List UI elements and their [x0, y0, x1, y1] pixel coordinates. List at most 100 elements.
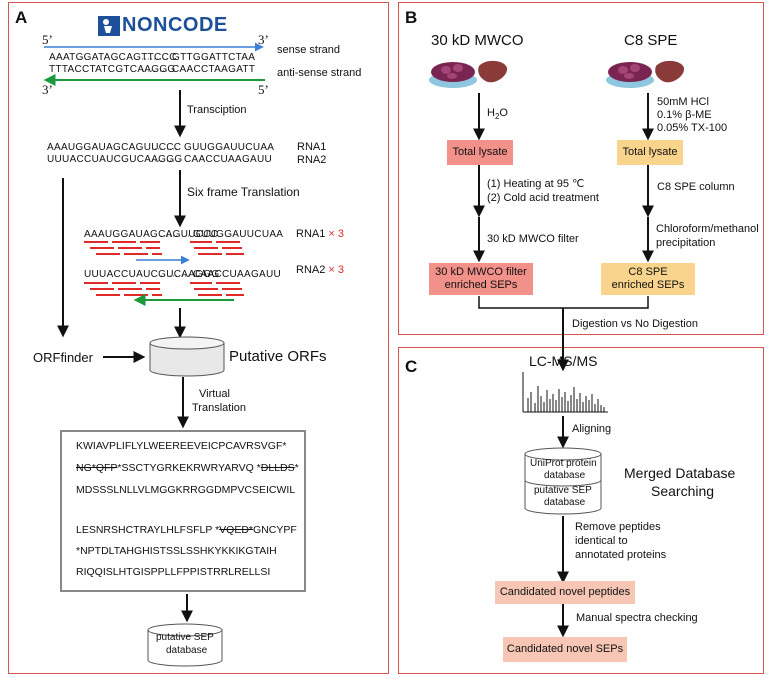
rna2-label: RNA2 — [297, 154, 327, 166]
seq-line-2-strike-2: DLLDS — [260, 462, 295, 474]
antisense-seq-start: TTTACCTATCGTCAAGGG — [49, 64, 176, 75]
prime-3-top: 3’ — [258, 32, 269, 47]
mwco-title: 30 kD MWCO — [431, 32, 524, 49]
total-lysate-left-box: Total lysate — [447, 140, 513, 165]
panel-b-frame — [398, 2, 764, 335]
seq-line-1: KWIAVPLIFLYLWEEREEVEICPCAVRSVGF* — [76, 440, 287, 452]
translation-label: Translation — [192, 402, 247, 414]
mwco-filter-label: 30 kD MWCO filter — [487, 233, 579, 245]
putative-orfs-label: Putative ORFs — [229, 348, 327, 365]
seq-line-2-strike-1: NG*QFP — [76, 462, 118, 474]
mwco-enriched-line-1: 30 kD MWCO filter — [435, 266, 527, 278]
sense-seq-end: GTTGGATTCTAA — [172, 52, 256, 63]
antisense-strand-label: anti-sense strand — [277, 67, 362, 79]
mwco-enriched-line-2: enriched SEPs — [444, 279, 518, 291]
chloroform-label-1: Chloroform/methanol — [656, 223, 759, 235]
sense-seq-start: AAATGGATAGCAGTTCCC — [49, 52, 177, 63]
merged-database-icon — [524, 447, 602, 515]
panel-c-letter: C — [405, 357, 418, 376]
seq-line-3: MDSSSLNLLVLMGGKRRGGDMPVCSEICWIL — [76, 484, 296, 496]
manual-checking-label: Manual spectra checking — [576, 612, 698, 624]
rna1-seq-start: AAAUGGAUAGCAGUUCCC — [47, 142, 182, 153]
sep-db-label-2: database — [544, 497, 586, 508]
rna1-x3-label: RNA1 × 3 — [296, 228, 344, 240]
candidated-seps-box: Candidated novel SEPs — [503, 637, 627, 662]
cold-acid-label: (2) Cold acid treatment — [487, 192, 599, 204]
remove-peptides-label-3: annotated proteins — [575, 549, 667, 561]
liver-right-icon — [655, 60, 685, 83]
petri-dish-right-icon — [606, 62, 654, 88]
orffinder-label: ORFfinder — [33, 350, 93, 365]
sep-db-label-1: putative SEP — [534, 485, 592, 496]
panel-a-letter: A — [15, 8, 28, 27]
rna1-x3-name: RNA1 — [296, 228, 326, 240]
seq-line-4-end: GNCYPF — [253, 524, 297, 536]
rna1-x3-count: × 3 — [328, 228, 345, 240]
seq-line-4-strike: VQED* — [219, 524, 253, 536]
putative-sep-database-icon — [147, 623, 223, 667]
prime-3-bottom: 3’ — [42, 82, 53, 97]
sense-strand-label: sense strand — [277, 44, 340, 56]
liver-left-icon — [478, 60, 508, 83]
rna2-seq-start: UUUACCUAUCGUCAAGGG — [47, 154, 183, 165]
seq-line-2-mid: *SSCTYGRKEKRWRYARVQ * — [117, 462, 261, 474]
spe-enriched-line-2: enriched SEPs — [611, 279, 685, 291]
candidated-peptides-box: Candidated novel peptides — [495, 581, 635, 604]
merged-search-label-1: Merged Database — [624, 465, 736, 481]
h2o-sub: 2 — [494, 112, 500, 122]
seq-line-4-start: LESNRSHCTRAYLHLFSFLP * — [76, 524, 220, 536]
chloroform-label-2: precipitation — [656, 237, 716, 249]
rna1-frame-seq-start: AAAUGGAUAGCAGUUCCC — [84, 229, 219, 240]
aligning-label: Aligning — [572, 423, 612, 435]
h2o-h: H — [487, 107, 495, 119]
rna1-frame-lines — [84, 241, 244, 255]
merged-search-label-2: Searching — [651, 483, 715, 499]
h2o-o: O — [499, 107, 508, 119]
six-frame-translation-label: Six frame Translation — [187, 185, 300, 199]
transcription-label: Transciption — [187, 104, 247, 116]
lcms-title: LC-MS/MS — [529, 353, 598, 369]
remove-peptides-label-2: identical to — [575, 535, 628, 547]
rna2-x3-label: RNA2 × 3 — [296, 264, 344, 276]
seq-line-6: RIQQISLHTGISPPLLFPPISTRRLRELLSI — [76, 566, 271, 578]
spe-enriched-box: C8 SPE enriched SEPs — [601, 263, 695, 295]
rna2-seq-end: CAACCUAAGAUU — [184, 154, 273, 165]
panel-a-frame — [8, 2, 389, 674]
c8-column-label: C8 SPE column — [657, 181, 735, 193]
rna1-seq-end: GUUGGAUUCUAA — [184, 142, 275, 153]
hcl-line-3: 0.05% TX-100 — [657, 122, 728, 134]
panel-b-letter: B — [405, 8, 418, 27]
prime-5-top: 5’ — [42, 32, 53, 47]
noncode-logo-text: NONCODE — [122, 14, 228, 36]
prime-5-bottom: 5’ — [258, 82, 269, 97]
uniprot-db-label-2: database — [544, 470, 586, 481]
h2o-label: H2O — [487, 107, 508, 121]
hcl-line-2: 0.1% β-ME — [657, 109, 712, 121]
spe-title: C8 SPE — [624, 32, 678, 49]
translated-sequences-box: KWIAVPLIFLYLWEEREEVEICPCAVRSVGF* NG*QFP*… — [60, 430, 306, 592]
hcl-line-1: 50mM HCl — [657, 96, 709, 108]
spe-enriched-line-1: C8 SPE — [628, 266, 668, 278]
uniprot-db-label-1: UniProt protein — [530, 458, 597, 469]
panel-c-frame — [398, 347, 764, 674]
petri-dish-left-icon — [429, 62, 477, 88]
antisense-seq-end: CAACCTAAGATT — [172, 64, 256, 75]
seq-line-2: NG*QFP*SSCTYGRKEKRWRYARVQ *DLLDS* — [76, 462, 299, 474]
rna2-x3-name: RNA2 — [296, 264, 326, 276]
rna2-frame-lines — [84, 282, 244, 296]
panel-a-db-label-1: putative SEP — [156, 632, 214, 643]
noncode-logo-icon — [98, 16, 120, 36]
seq-line-5: *NPTDLTAHGHISTSSLSSHKYKKIKGTAIH — [76, 545, 277, 557]
mwco-enriched-box: 30 kD MWCO filter enriched SEPs — [429, 263, 533, 295]
putative-orfs-database-icon — [149, 336, 225, 377]
seq-line-4: LESNRSHCTRAYLHLFSFLP *VQED*GNCYPF — [76, 524, 297, 536]
rna1-label: RNA1 — [297, 141, 327, 153]
remove-peptides-label-1: Remove peptides — [575, 521, 661, 533]
rna2-frame-seq-end: CAACCUAAGAUU — [193, 269, 282, 280]
rna1-frame-seq-end: GUUGGAUUCUAA — [193, 229, 284, 240]
panel-a-db-label-2: database — [166, 645, 208, 656]
digestion-label: Digestion vs No Digestion — [572, 318, 698, 330]
seq-line-2-end: * — [294, 462, 299, 474]
ms-spectrum-plot — [522, 372, 608, 413]
